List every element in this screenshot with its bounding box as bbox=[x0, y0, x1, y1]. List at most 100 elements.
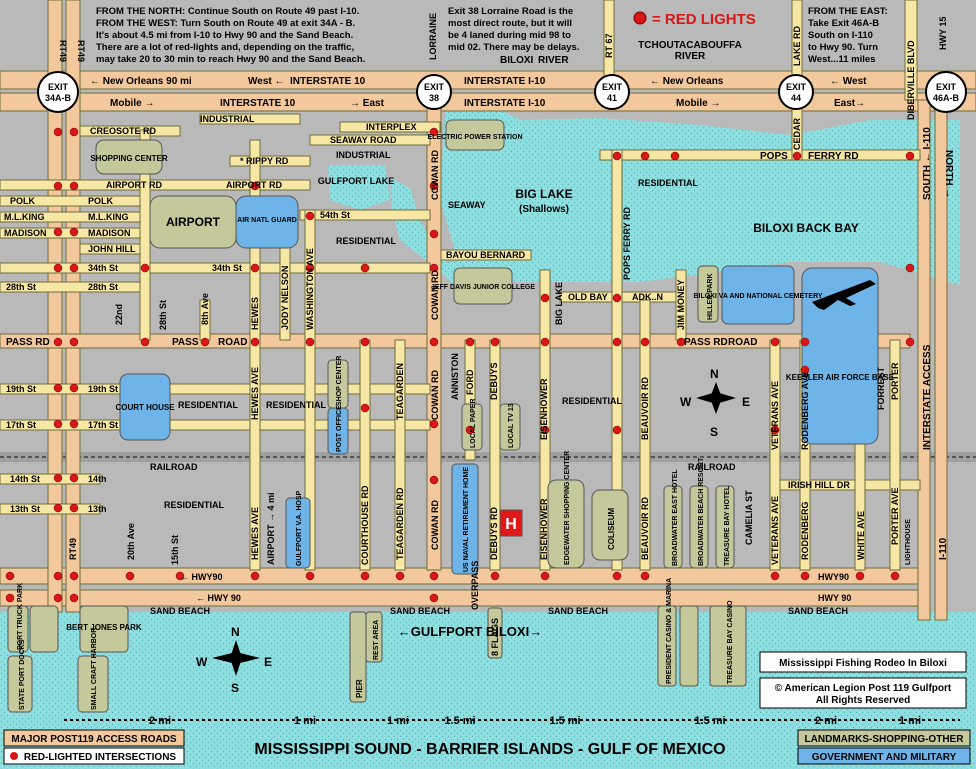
local-tv-label: LOCAL TV 13 bbox=[508, 403, 515, 448]
hospital bbox=[499, 509, 523, 537]
note-nw-line-4: There are a lot of red-lights and, depen… bbox=[96, 42, 354, 53]
exit-44-label-1: EXIT bbox=[786, 82, 807, 92]
exit-41-label-1: EXIT bbox=[602, 82, 623, 92]
camelia-label: CAMELIA ST bbox=[744, 490, 754, 545]
compass-gulf-n: N bbox=[231, 625, 240, 639]
legend-access-roads-label: MAJOR POST119 ACCESS ROADS bbox=[11, 734, 177, 745]
seaway-label: SEAWAY bbox=[448, 200, 486, 210]
13th-b-label: 13th bbox=[88, 504, 107, 514]
treasure-bay-hotel bbox=[715, 485, 735, 569]
note-east-5: West...11 miles bbox=[808, 54, 875, 65]
residential-4: RESIDENTIAL bbox=[562, 396, 623, 406]
electric-label: ELECTRIC POWER STATION bbox=[427, 134, 522, 141]
28th-b-label: 28th St bbox=[88, 282, 118, 292]
residential-1: RESIDENTIAL bbox=[336, 236, 397, 246]
scale-2mi-a: 2 mi bbox=[149, 715, 171, 727]
i10-west-c: ← New Orleans bbox=[650, 76, 724, 87]
exit-44: EXIT 44 bbox=[778, 74, 814, 110]
ferry-rd-label: FERRY RD bbox=[808, 151, 859, 162]
i110-south-label: SOUTH ← I-110 bbox=[922, 127, 933, 200]
debuys-label: DEBUYS bbox=[489, 362, 499, 400]
old-bay-label: OLD BAY bbox=[568, 292, 608, 302]
landmarks bbox=[7, 119, 967, 713]
rt67-label: RT 67 bbox=[604, 33, 614, 58]
19th-a-label: 19th St bbox=[6, 384, 36, 394]
hiller-park-label: HILLER PARK bbox=[707, 273, 714, 320]
air-natl-guard bbox=[235, 195, 299, 249]
airport-rd-w-label: AIRPORT RD bbox=[106, 180, 163, 190]
residential-5: RESIDENTIAL bbox=[638, 178, 699, 188]
hwy90-a-label: ← HWY90 bbox=[180, 572, 223, 582]
gulfport-biloxi-label: ←GULFPORT BILOXI→ bbox=[398, 624, 542, 639]
us-naval-home bbox=[451, 463, 479, 575]
note-lorraine-2: most direct route, but it will bbox=[448, 18, 572, 29]
river-label-3: BILOXI bbox=[500, 55, 534, 66]
shallows-label: (Shallows) bbox=[519, 204, 569, 215]
airport-ave-label: AIRPORT → 4 mi bbox=[266, 492, 276, 565]
note-lorraine: Exit 38 Lorraine Road is the most direct… bbox=[448, 6, 579, 53]
exit-41: EXIT 41 bbox=[594, 74, 630, 110]
legend-access-roads bbox=[3, 729, 185, 747]
railroad-b-label: RAILROAD bbox=[688, 462, 736, 472]
8th-ave-label: 8th Ave bbox=[200, 293, 210, 325]
17th-b-label: 17th St bbox=[88, 420, 118, 430]
i10-name-c: INTERSTATE 10 bbox=[220, 98, 296, 109]
interstate-10-westbound bbox=[0, 70, 976, 90]
jeff-davis-label: JEFF DAVIS JUNIOR COLLEGE bbox=[431, 284, 535, 291]
cowan-label-3: COWAN RD bbox=[430, 370, 440, 420]
rodenberg-2-label: RODENBERG bbox=[800, 501, 810, 560]
shopping-center bbox=[95, 139, 163, 175]
port-truck-park-label: PORT TRUCK PARK bbox=[17, 583, 24, 650]
gulfport-lake-label: GULFPORT LAKE bbox=[318, 176, 395, 186]
note-lorraine-3: be 4 laned during mid 98 to bbox=[448, 30, 571, 41]
court-house-label: COURT HOUSE bbox=[115, 403, 175, 412]
sand-beach-a-label: SAND BEACH bbox=[150, 606, 210, 616]
treasure-bay-hotel-label: TREASURE BAY HOTEL bbox=[724, 485, 731, 566]
scale-2mi-b: 2 mi bbox=[815, 715, 837, 727]
exit-46ab-label-2: 46A-B bbox=[933, 93, 960, 103]
compass-e: E bbox=[742, 395, 750, 409]
13th-a-label: 13th St bbox=[10, 504, 40, 514]
residential-3: RESIDENTIAL bbox=[266, 400, 327, 410]
hewes-ave-label-1: HEWES AVE bbox=[250, 367, 260, 420]
exit-46ab: EXIT 46A-B bbox=[925, 71, 967, 113]
fishing-rodeo-label: Mississippi Fishing Rodeo In Biloxi bbox=[779, 658, 947, 669]
exit-41-label-2: 41 bbox=[607, 93, 617, 103]
copyright-line-1: © American Legion Post 119 Gulfport bbox=[775, 683, 952, 694]
bayou-bernard-label: BAYOU BERNARD bbox=[446, 250, 526, 260]
34th-a-label: 34th St bbox=[88, 263, 118, 273]
note-nw-line-2: FROM THE WEST: Turn South on Route 49 at… bbox=[96, 18, 355, 29]
industrial-label: INDUSTRIAL bbox=[200, 114, 255, 124]
coliseum-label: COLISEUM bbox=[607, 507, 616, 550]
pass-rd-d-label: PASS RD bbox=[684, 337, 728, 348]
scale-1mi-b: 1 mi bbox=[387, 715, 409, 727]
legend-government bbox=[797, 747, 971, 765]
biloxi-va-label: BILOXI VA AND NATIONAL CEMETERY bbox=[693, 293, 822, 300]
interstate-10-eastbound bbox=[0, 92, 976, 112]
legend-government-label: GOVERNMENT AND MILITARY bbox=[812, 752, 957, 763]
pops-label: POPS bbox=[760, 151, 788, 162]
rt49-label: RT49 bbox=[58, 40, 68, 62]
exit-46ab-label-1: EXIT bbox=[936, 82, 957, 92]
bayou-water bbox=[390, 178, 470, 290]
legend-landmarks bbox=[797, 729, 971, 747]
note-east: FROM THE EAST: Take Exit 46A-B South on … bbox=[808, 6, 888, 65]
mlking-a-label: M.L.KING bbox=[4, 212, 45, 222]
edgewater-label: EDGEWATER SHOPPING CENTER bbox=[564, 451, 571, 565]
roads bbox=[0, 0, 976, 621]
edgewater bbox=[547, 479, 585, 569]
electric-power-station bbox=[445, 119, 505, 151]
note-nw-line-1: FROM THE NORTH: Continue South on Route … bbox=[96, 6, 359, 17]
eisenhower-2-label: EISENHOWER bbox=[539, 498, 549, 560]
eight-flags bbox=[487, 607, 503, 659]
big-lake-water-label: BIG LAKE bbox=[515, 187, 572, 201]
local-paper-label: LOCAL PAPER bbox=[470, 398, 477, 448]
madison-b-label: MADISON bbox=[88, 228, 131, 238]
mlking-b-label: M.L.KING bbox=[88, 212, 129, 222]
us-naval-label: US NAVAL RETIREMENT HOME bbox=[463, 467, 470, 572]
cedar-label: CEDAR bbox=[792, 117, 802, 150]
rt49-east bbox=[65, 0, 81, 613]
28th-a-label: 28th St bbox=[6, 282, 36, 292]
port-truck-park-2 bbox=[29, 605, 59, 653]
interplex-label: INTERPLEX bbox=[366, 122, 417, 132]
